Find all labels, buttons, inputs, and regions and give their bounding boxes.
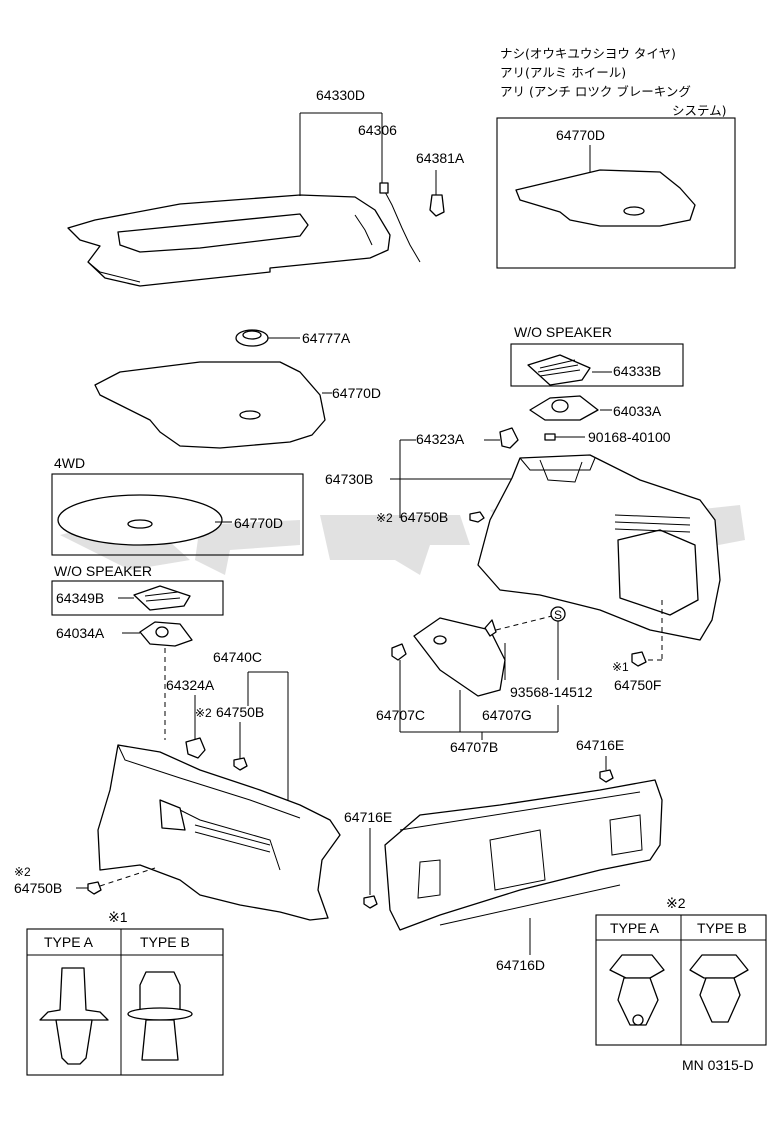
label-64707B: 64707B <box>450 739 498 755</box>
board-64770D-top <box>515 169 696 227</box>
clip-table-2-mark: ※2 <box>666 895 686 911</box>
label-64330D: 64330D <box>316 87 365 103</box>
label-93568-14512: 93568-14512 <box>510 684 593 700</box>
label-64707G: 64707G <box>482 707 532 723</box>
clip-table-2-type-b: TYPE B <box>697 920 747 936</box>
label-64306: 64306 <box>358 122 397 138</box>
label-64750B-mid: 64750B <box>400 509 448 525</box>
label-64349B: 64349B <box>56 590 104 606</box>
clip-64750B-low <box>87 881 102 895</box>
package-tray-64330D <box>67 194 391 287</box>
label-64750B-left: 64750B <box>216 704 264 720</box>
mark2-mid: ※2 <box>376 511 393 525</box>
label-4wd: 4WD <box>54 455 85 471</box>
bracket-64324A <box>185 737 206 759</box>
wo-speaker-right: W/O SPEAKER <box>514 324 612 340</box>
clip-64716E-top <box>599 769 614 783</box>
wo-speaker-right-box <box>510 343 684 387</box>
label-64716D: 64716D <box>496 957 545 973</box>
lid-64707G <box>413 617 506 697</box>
board-64770D-4wd <box>57 494 223 546</box>
label-64750B-low: 64750B <box>14 880 62 896</box>
label-90168-40100: 90168-40100 <box>588 429 671 445</box>
label-64381A: 64381A <box>416 150 465 166</box>
clip-64750B-mid <box>469 511 485 523</box>
label-64333B: 64333B <box>613 363 661 379</box>
label-64707C: 64707C <box>376 707 425 723</box>
label-64323A: 64323A <box>416 431 465 447</box>
clip-table-1-mark: ※1 <box>108 909 128 925</box>
label-s: S <box>554 608 562 622</box>
note-line-1: ナシ(オウキユウシヨウ タイヤ) <box>500 46 676 61</box>
label-64750F: 64750F <box>614 677 661 693</box>
quarter-trim-64740C <box>97 744 341 921</box>
note-line-2: アリ(アルミ ホイール) <box>500 65 626 80</box>
hook-64707G <box>484 619 497 637</box>
board-64770D-mid <box>94 361 326 449</box>
label-64740C: 64740C <box>213 649 262 665</box>
panel-64716D <box>384 779 663 931</box>
clip-64707C <box>391 643 407 661</box>
label-64716E-left: 64716E <box>344 809 392 825</box>
clip-2-type-a <box>609 954 665 1026</box>
label-64324A: 64324A <box>166 677 215 693</box>
note-line-4: システム) <box>672 103 727 118</box>
mark2-low: ※2 <box>14 865 31 879</box>
clip-64716E-left <box>363 895 378 909</box>
note-line-3: アリ (アンチ ロツク ブレーキング <box>500 84 691 99</box>
mark1-right: ※1 <box>612 660 629 674</box>
screw-90168 <box>544 433 556 441</box>
clip-1-type-b <box>127 971 193 1061</box>
wo-speaker-left: W/O SPEAKER <box>54 563 152 579</box>
clip-table-1 <box>26 928 224 1076</box>
label-64033A: 64033A <box>613 403 662 419</box>
diagram-code: MN 0315-D <box>682 1057 754 1073</box>
clip-table-1-type-b: TYPE B <box>140 934 190 950</box>
clip-64750F <box>631 651 647 667</box>
clip-table-1-type-a: TYPE A <box>44 934 94 950</box>
label-64716E-top: 64716E <box>576 737 624 753</box>
grille-64333B <box>527 354 591 386</box>
clip-1-type-a <box>39 967 109 1065</box>
grille-64349B <box>133 585 191 611</box>
hook-64381A <box>429 170 445 217</box>
cover-64033A <box>529 395 599 421</box>
clip-2-type-b <box>689 954 749 1023</box>
clip-64750B-left <box>233 757 248 771</box>
cap-64777A <box>235 329 269 347</box>
mark2-left: ※2 <box>195 706 212 720</box>
4wd-box <box>51 473 304 556</box>
wo-speaker-left-box <box>51 580 224 616</box>
quarter-trim-64730B <box>477 454 721 641</box>
label-64730B: 64730B <box>325 471 373 487</box>
clip-table-2-type-a: TYPE A <box>610 920 660 936</box>
cover-64034A <box>139 621 193 647</box>
label-64770D-mid: 64770D <box>332 385 381 401</box>
strap-64306 <box>379 182 421 263</box>
label-64770D-top: 64770D <box>556 127 605 143</box>
note-box <box>496 117 736 269</box>
label-64770D-4wd: 64770D <box>234 515 283 531</box>
label-64777A: 64777A <box>302 330 351 346</box>
bracket-64323A <box>499 427 519 449</box>
label-64034A: 64034A <box>56 625 105 641</box>
